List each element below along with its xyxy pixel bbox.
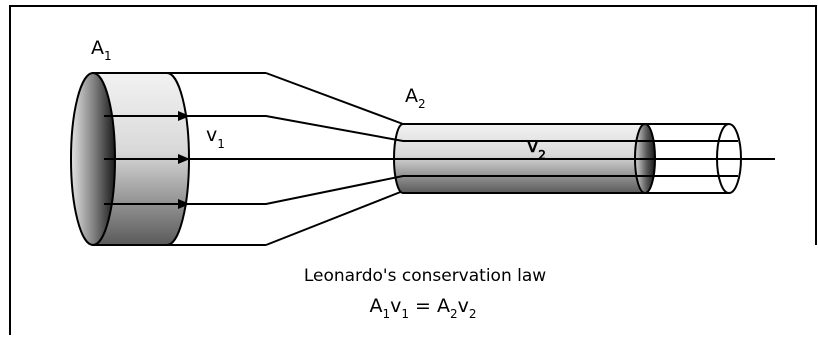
face-streamline-ends — [104, 115, 115, 205]
funnel-outline — [167, 72, 404, 246]
caption-title: Leonardo's conservation law — [304, 266, 546, 286]
caption-equation: A1v1 = A2v2 — [369, 295, 476, 321]
frame-border — [9, 5, 817, 335]
label-a2: A2 — [405, 85, 426, 111]
label-v2: v2 — [527, 135, 546, 162]
label-a1: A1 — [91, 37, 112, 63]
label-v1: v1 — [206, 124, 225, 151]
